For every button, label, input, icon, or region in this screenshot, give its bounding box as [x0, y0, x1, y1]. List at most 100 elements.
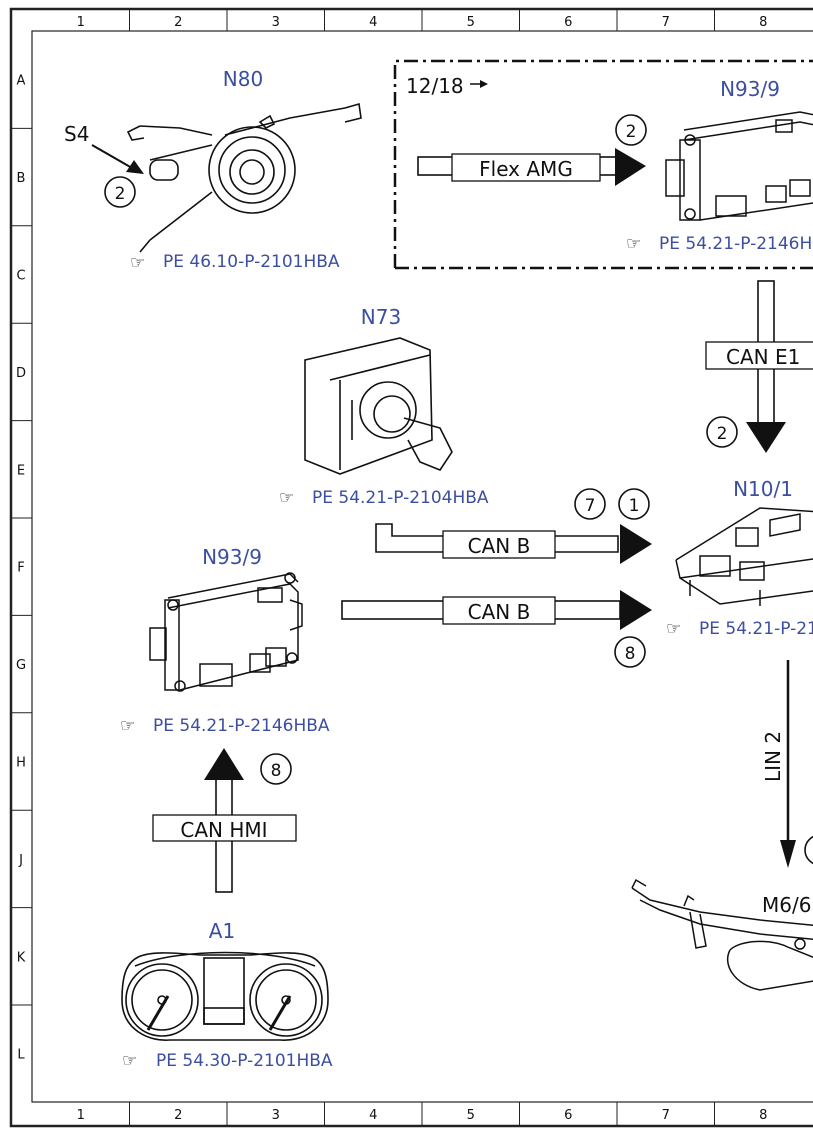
- n73-label: N73: [361, 305, 401, 329]
- n93-left-component: N93/9 ☞ PE 54.21-P-2146HBA: [120, 545, 330, 736]
- grid-row-label: B: [17, 171, 26, 186]
- wiper-motor-drawing: [631, 878, 813, 991]
- can-e1-label: CAN E1: [726, 345, 800, 369]
- n80-reference: PE 46.10-P-2101HBA: [163, 252, 340, 272]
- a1-reference: PE 54.30-P-2101HBA: [156, 1051, 333, 1071]
- control-unit-drawing-left: [149, 572, 303, 692]
- grid-column-label: 5: [467, 15, 475, 30]
- grid-row-label: A: [17, 74, 26, 89]
- s4-label: S4: [64, 122, 89, 146]
- step-circle-s4: [104, 176, 136, 208]
- n93-top-reference: PE 54.21-P-2146HBA: [659, 234, 813, 254]
- step-number-can-b-a: 7: [585, 496, 596, 516]
- grid-column-label: 7: [662, 15, 670, 30]
- grid-column-label: 5: [467, 1108, 475, 1123]
- n93-left-label: N93/9: [202, 545, 262, 569]
- n73-component: N73 ☞ PE 54.21-P-2104HBA: [279, 305, 489, 508]
- step-circle-flex: [615, 114, 647, 146]
- grid-column-label: 8: [759, 1108, 767, 1123]
- grid-row-label: K: [17, 950, 26, 965]
- ignition-lock-drawing: [304, 337, 453, 475]
- control-unit-drawing-top: [665, 111, 813, 221]
- n73-reference: PE 54.21-P-2104HBA: [312, 488, 489, 508]
- pointing-hand-icon: ☞: [666, 619, 681, 639]
- grid-column-label: 3: [272, 1108, 280, 1123]
- grid-column-label: 2: [174, 15, 182, 30]
- inner-frame: [31, 30, 813, 1103]
- m6-component: M6/6: [631, 878, 813, 991]
- step-number-can-b-b: 1: [629, 496, 640, 516]
- step-number-can-e1: 2: [717, 424, 728, 444]
- s4-pointer-arrow: [91, 144, 133, 169]
- can-e1-label-box: [705, 341, 813, 370]
- can-b-label-1: CAN B: [468, 534, 531, 558]
- can-b-connection-1: CAN B 7 1: [375, 488, 652, 564]
- grid-row-label: D: [16, 366, 26, 381]
- grid-row-label: H: [16, 756, 26, 771]
- grid-column-label: 6: [564, 1108, 572, 1123]
- lin2-label: LIN 2: [761, 731, 785, 782]
- lin2-connection: LIN 2 9: [761, 660, 813, 868]
- n10-component: N10/1 ☞ PE 54.21-P-2104HBA: [666, 477, 813, 639]
- box-note: 12/18: [406, 74, 464, 98]
- a1-component: A1 ☞ PE 54.30-P-2101HBA: [121, 919, 333, 1071]
- grid-column-label: 8: [759, 15, 767, 30]
- grid-column-label: 6: [564, 15, 572, 30]
- can-hmi-arrowhead: [204, 748, 244, 780]
- combination-switch-drawing: [126, 102, 362, 253]
- grid-row-label: E: [17, 463, 25, 478]
- n80-component: N80 S4 2 ☞ PE 46.10-P-2101HBA: [64, 67, 362, 273]
- can-hmi-label-box: [152, 814, 297, 842]
- step-number-s4: 2: [115, 184, 126, 204]
- can-b-label-box-2: [442, 596, 556, 625]
- can-hmi-connection: CAN HMI 8: [152, 748, 297, 893]
- grid-row-label: L: [17, 1048, 25, 1063]
- grid-row-label: J: [18, 853, 23, 868]
- lin2-arrowhead: [780, 840, 796, 868]
- n10-label: N10/1: [733, 477, 793, 501]
- step-number-flex: 2: [626, 122, 637, 142]
- grid-row-label: G: [16, 658, 26, 673]
- can-b-arrowhead-1: [620, 524, 652, 564]
- instrument-cluster-drawing: [121, 951, 329, 1041]
- step-number-can-b2: 8: [625, 644, 636, 664]
- grid-column-label: 4: [369, 15, 377, 30]
- flex-amg-option-box: 12/18 Flex AMG 2 N93/9 ☞ PE 54.21-P-2146…: [393, 59, 813, 270]
- step-circle-can-b-a: [574, 488, 606, 520]
- can-b-connection-2: CAN B 8: [341, 590, 652, 668]
- can-e1-arrowhead: [746, 422, 786, 453]
- outer-frame: [9, 7, 813, 1128]
- step-number-can-hmi: 8: [271, 761, 282, 781]
- grid-column-label: 7: [662, 1108, 670, 1123]
- can-b-arrowhead-2: [620, 590, 652, 630]
- grid-row-label: C: [16, 269, 25, 284]
- can-e1-connection: CAN E1 2: [705, 280, 813, 453]
- grid-row-label: F: [17, 561, 24, 576]
- note-arrow-icon: [480, 80, 488, 88]
- m6-label: M6/6: [762, 893, 811, 917]
- step-circle-can-b2: [614, 636, 646, 668]
- pointing-hand-icon: ☞: [279, 488, 294, 508]
- pointing-hand-icon: ☞: [122, 1051, 137, 1071]
- pointing-hand-icon: ☞: [626, 234, 641, 254]
- grid-column-label: 4: [369, 1108, 377, 1123]
- n93-left-reference: PE 54.21-P-2146HBA: [153, 716, 330, 736]
- step-circle-can-b-b: [618, 488, 650, 520]
- s4-arrowhead: [126, 160, 144, 174]
- step-circle-can-hmi: [260, 753, 292, 785]
- step-circle-lin2: [804, 835, 813, 865]
- can-b-label-box-1: [442, 530, 556, 559]
- grid-column-label: 2: [174, 1108, 182, 1123]
- a1-label: A1: [209, 919, 235, 943]
- grid-column-label: 1: [77, 1108, 85, 1123]
- pointing-hand-icon: ☞: [130, 253, 145, 273]
- step-circle-can-e1: [706, 416, 738, 448]
- grid-column-label: 1: [77, 15, 85, 30]
- pointing-hand-icon: ☞: [120, 716, 135, 736]
- can-hmi-label: CAN HMI: [180, 818, 267, 842]
- flex-amg-label: Flex AMG: [479, 157, 573, 181]
- n93-top-label: N93/9: [720, 77, 780, 101]
